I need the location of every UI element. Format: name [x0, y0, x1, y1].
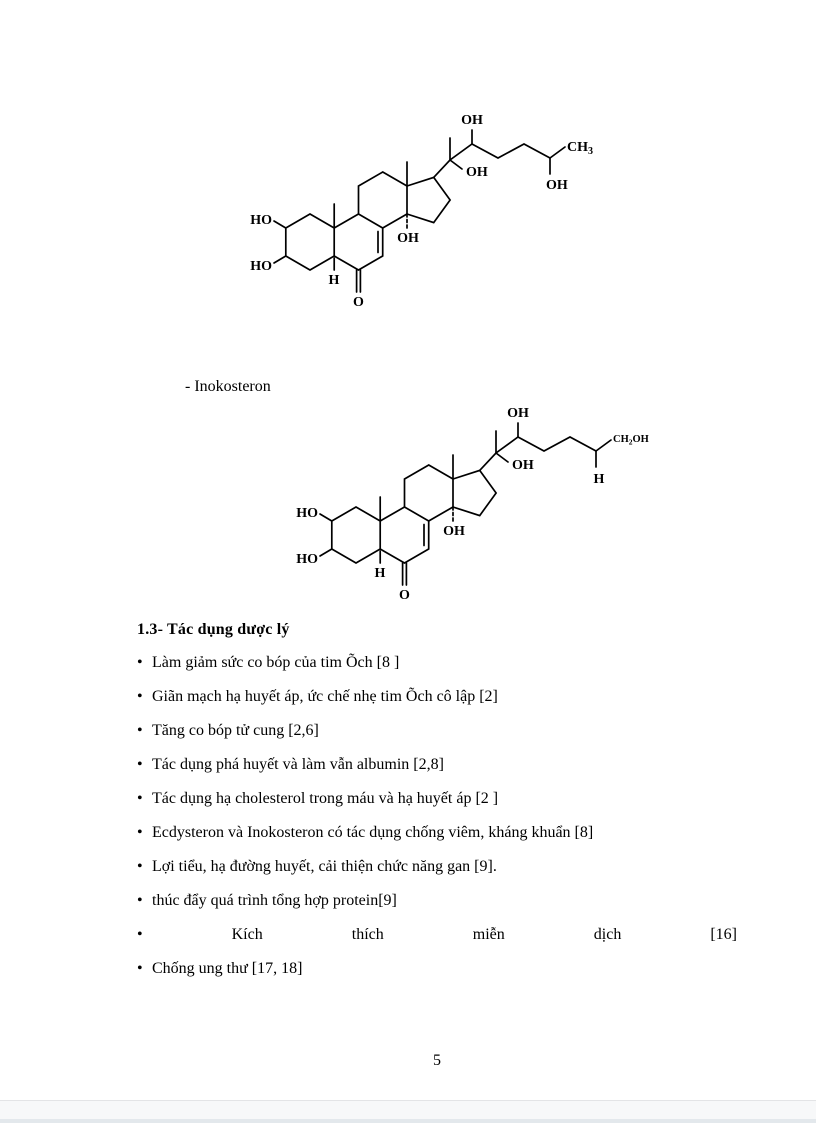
bullet-text: thúc đẩy quá trình tổng hợp protein[9]: [152, 892, 397, 909]
ch2oh-subscript: 2: [629, 438, 633, 447]
bullet-text: Tăng co bóp tử cung [2,6]: [152, 722, 319, 739]
bullet-marker: •: [137, 790, 143, 807]
bullet-marker: •: [137, 960, 143, 977]
bond-lines: [319, 422, 612, 586]
atom-label-oh-c14: OH: [443, 524, 465, 539]
ch3-subscript: 3: [588, 146, 593, 157]
bullet-item: • Tăng co bóp tử cung [2,6]: [137, 714, 737, 748]
ch3-main: CH: [567, 140, 588, 155]
ch2oh-main: CH: [613, 434, 629, 445]
bullet-marker: •: [137, 824, 143, 841]
bullet-text: Tác dụng hạ cholesterol trong máu và hạ …: [152, 790, 499, 807]
inokosteron-structure-drawing: OH CH2OH OH H HO HO OH H O: [296, 406, 649, 603]
atom-label-oh-c14: OH: [397, 231, 419, 246]
bullet-text: Tác dụng phá huyết và làm vẫn albumin [2…: [152, 756, 444, 773]
structure-caption-inokosteron: - Inokosteron: [185, 378, 271, 395]
atom-label-h-c5: H: [375, 566, 386, 581]
bullet-item: • Tác dụng hạ cholesterol trong máu và h…: [137, 782, 737, 816]
bullet-item: • Ecdysteron và Inokosteron có tác dụng …: [137, 816, 737, 850]
ch2oh-tail: OH: [633, 434, 649, 445]
atom-label-ho-c2: HO: [250, 213, 272, 228]
bullet-marker: •: [137, 688, 143, 705]
atom-label-oh-c22: OH: [507, 406, 529, 421]
bullet-item: • thúc đẩy quá trình tổng hợp protein[9]: [137, 884, 737, 918]
atom-label-oh-c25: OH: [546, 178, 568, 193]
bullet-marker: •: [137, 858, 143, 875]
page-number: 5: [433, 1052, 441, 1069]
ecdysteron-structure-drawing: OH CH3 OH OH HO HO OH H O: [250, 113, 593, 310]
page-bottom-shadow: [0, 1119, 816, 1123]
atom-label-oh-c20: OH: [466, 165, 488, 180]
atom-label-ch3: CH3: [567, 140, 593, 157]
bullet-item: • Giãn mạch hạ huyết áp, ức chế nhẹ tim …: [137, 680, 737, 714]
bullet-item: • Tác dụng phá huyết và làm vẫn albumin …: [137, 748, 737, 782]
atom-label-oh-c20: OH: [512, 458, 534, 473]
bullet-word: Kích: [231, 926, 263, 943]
bullet-list: • Làm giảm sức co bóp của tim Õch [8 ] •…: [137, 646, 737, 986]
bullet-marker: •: [137, 756, 143, 773]
bullet-word: [16]: [710, 926, 737, 943]
atom-label-ch2oh: CH2OH: [613, 434, 649, 447]
bullet-text: Chống ung thư [17, 18]: [152, 960, 303, 977]
atom-label-ho-c3: HO: [296, 552, 318, 567]
bullet-item: • Lợi tiểu, hạ đường huyết, cải thiện ch…: [137, 850, 737, 884]
bullet-word: thích: [351, 926, 384, 943]
section-heading: 1.3- Tác dụng dược lý: [137, 621, 290, 638]
atom-label-o-c6: O: [399, 588, 410, 603]
bullet-text: Giãn mạch hạ huyết áp, ức chế nhẹ tim Õc…: [152, 688, 498, 705]
bullet-word: miễn: [472, 926, 505, 943]
atom-label-o-c6: O: [353, 295, 364, 310]
bullet-item-justified: • Kích thích miễn dịch [16]: [137, 918, 737, 952]
bullet-text: Làm giảm sức co bóp của tim Õch [8 ]: [152, 654, 400, 671]
atom-label-h-c25: H: [594, 472, 605, 487]
bullet-text: Lợi tiểu, hạ đường huyết, cải thiện chức…: [152, 858, 497, 875]
atom-label-oh-c22: OH: [461, 113, 483, 128]
atom-label-h-c5: H: [329, 273, 340, 288]
bullet-marker: •: [137, 926, 143, 943]
atom-label-ho-c3: HO: [250, 259, 272, 274]
bullet-item: • Làm giảm sức co bóp của tim Õch [8 ]: [137, 646, 737, 680]
bullet-item: • Chống ung thư [17, 18]: [137, 952, 737, 986]
atom-label-ho-c2: HO: [296, 506, 318, 521]
bond-lines: [273, 129, 566, 293]
page-bottom-edge: [0, 1100, 816, 1123]
bullet-text: Ecdysteron và Inokosteron có tác dụng ch…: [152, 824, 594, 841]
bullet-word: dịch: [593, 926, 622, 943]
bullet-marker: •: [137, 722, 143, 739]
bullet-marker: •: [137, 892, 143, 909]
bullet-marker: •: [137, 654, 143, 671]
